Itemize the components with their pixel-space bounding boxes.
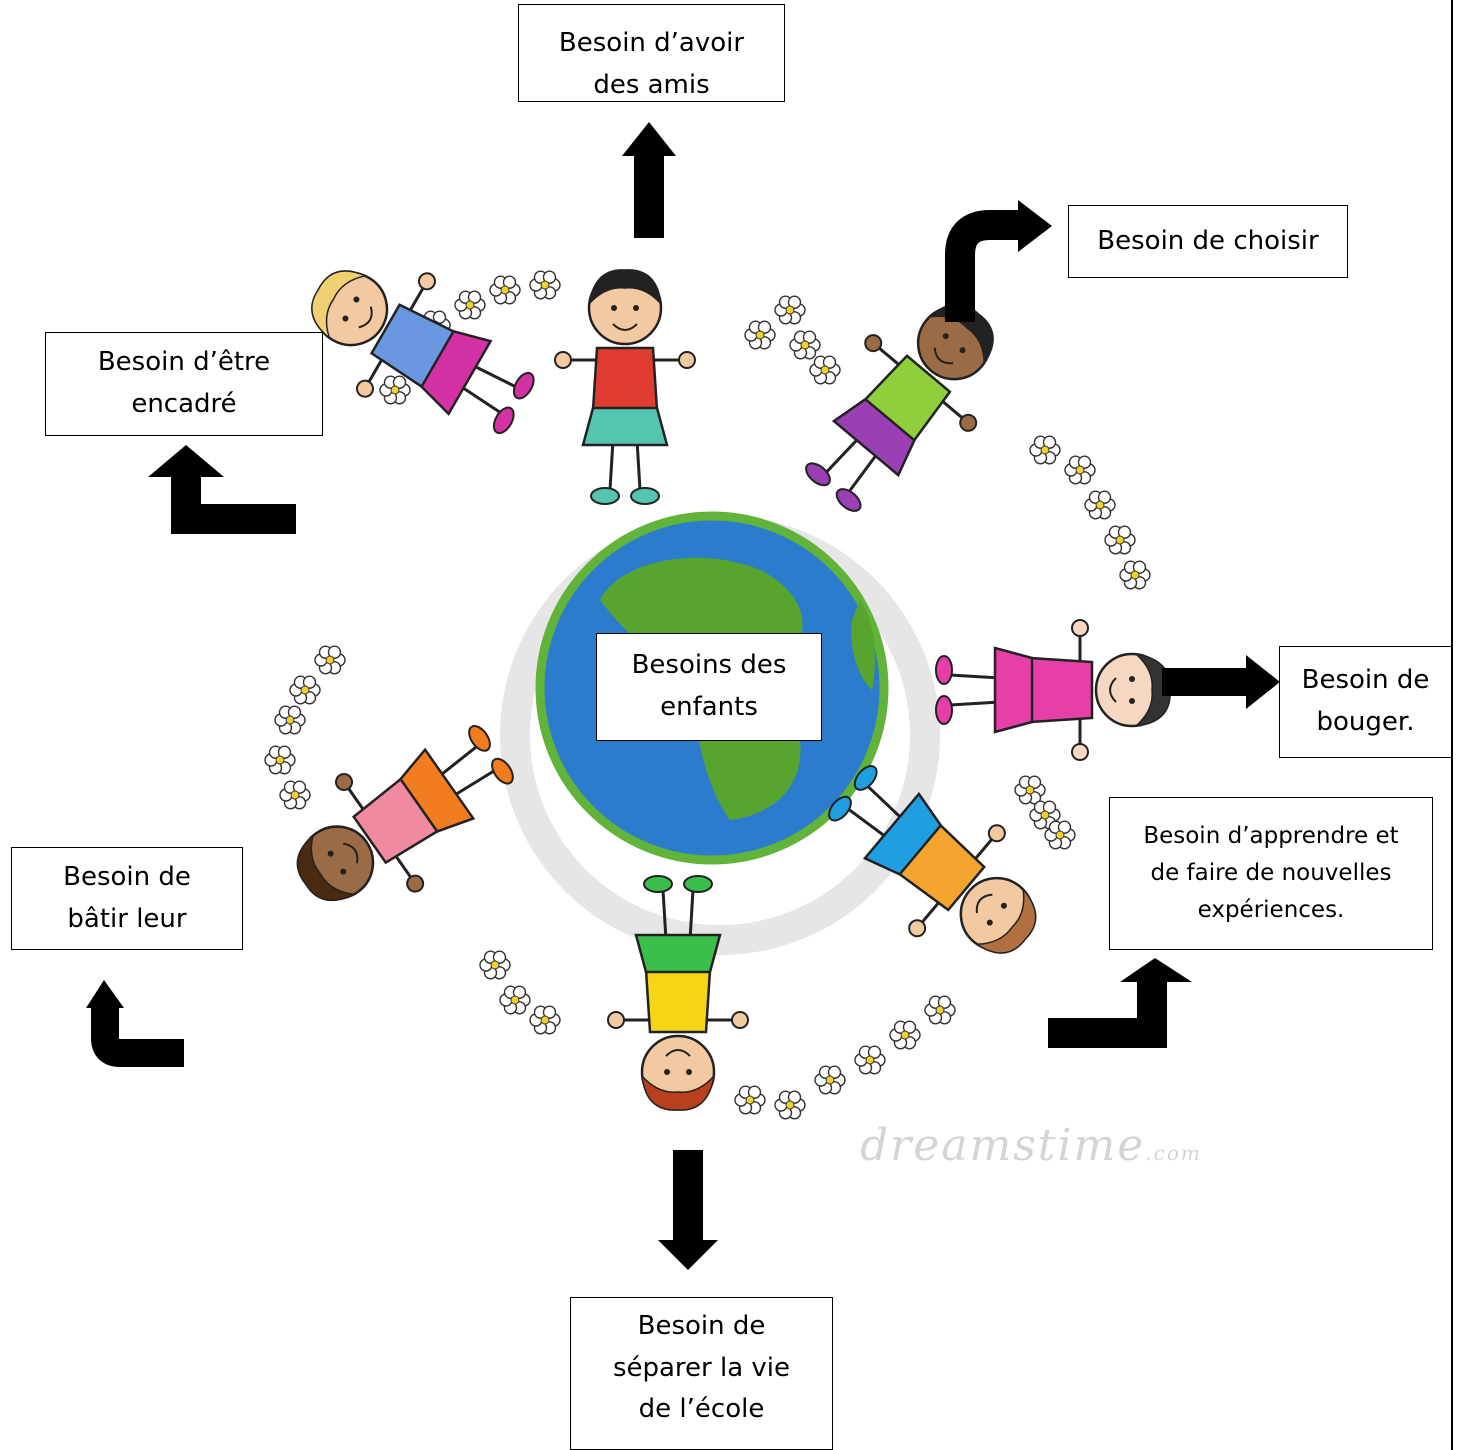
need-label-move: Besoin de bouger.: [1301, 665, 1430, 737]
arrow-bent-learn-icon: [1048, 958, 1192, 1048]
child-top-right: [805, 303, 994, 512]
arrows: [86, 122, 1280, 1270]
arrow-up-friends-icon: [622, 122, 676, 238]
flower-icon: [289, 675, 321, 705]
flower-icon: [499, 985, 531, 1015]
flower-icon: [814, 1065, 846, 1095]
flower-icon: [279, 780, 311, 810]
arrow-bent-choose-icon: [945, 200, 1052, 322]
globe-land-east: [851, 600, 875, 690]
child-top: [554, 269, 696, 505]
flower-garlands: [264, 270, 1151, 1120]
flower-icon: [809, 355, 841, 385]
flower-icon: [1104, 525, 1136, 555]
flower-icon: [774, 1090, 806, 1120]
need-box-learn: Besoin d’apprendre et de faire de nouvel…: [1109, 797, 1433, 950]
arrow-curved-build-icon: [86, 980, 184, 1067]
arrow-bent-supervised-icon: [148, 445, 296, 534]
center-label: Besoins des enfants: [631, 650, 787, 722]
flower-icon: [789, 330, 821, 360]
flower-icon: [734, 1085, 766, 1115]
need-label-separate: Besoin de séparer la vie de l’école: [612, 1311, 791, 1425]
need-label-supervised: Besoin d’être encadré: [97, 347, 271, 419]
need-label-build: Besoin de bâtir leur: [63, 861, 191, 934]
flower-icon: [274, 705, 306, 735]
need-box-choose: Besoin de choisir: [1068, 205, 1348, 278]
need-box-separate: Besoin de séparer la vie de l’école: [570, 1297, 833, 1450]
flower-icon: [1044, 820, 1076, 850]
flower-icon: [924, 995, 956, 1025]
flower-icon: [889, 1020, 921, 1050]
watermark-text: dreamstime.com: [860, 1120, 1202, 1171]
need-box-friends: Besoin d’avoir des amis: [518, 4, 785, 102]
need-box-supervised: Besoin d’être encadré: [45, 332, 323, 436]
center-box: Besoins des enfants: [596, 633, 822, 741]
flower-icon: [854, 1045, 886, 1075]
flower-icon: [1064, 455, 1096, 485]
flower-icon: [1119, 560, 1151, 590]
need-label-friends: Besoin d’avoir des amis: [558, 28, 745, 100]
children-ring: [296, 269, 1171, 1111]
child-right: [935, 619, 1171, 761]
arrow-down-separate-icon: [658, 1150, 718, 1270]
flower-icon: [1084, 490, 1116, 520]
child-left: [311, 270, 535, 435]
flower-icon: [1029, 800, 1061, 830]
need-label-learn: Besoin d’apprendre et de faire de nouvel…: [1143, 823, 1399, 923]
flower-icon: [1029, 435, 1061, 465]
need-box-build: Besoin de bâtir leur: [11, 847, 243, 950]
flower-icon: [314, 645, 346, 675]
child-bottom-left: [296, 725, 514, 902]
flower-icon: [379, 375, 411, 405]
need-box-move: Besoin de bouger.: [1279, 646, 1452, 758]
flower-icon: [264, 745, 296, 775]
flower-icon: [1014, 775, 1046, 805]
flower-icon: [774, 295, 806, 325]
flower-icon: [744, 320, 776, 350]
page-border-line: [1451, 0, 1453, 1450]
child-bottom: [607, 875, 749, 1111]
flower-icon: [529, 270, 561, 300]
flower-icon: [529, 1005, 561, 1035]
arrow-right-move-icon: [1162, 655, 1280, 709]
flower-icon: [489, 275, 521, 305]
child-bottom-right: [828, 765, 1037, 954]
flower-icon: [454, 290, 486, 320]
flower-icon: [479, 950, 511, 980]
need-label-choose: Besoin de choisir: [1097, 225, 1319, 256]
